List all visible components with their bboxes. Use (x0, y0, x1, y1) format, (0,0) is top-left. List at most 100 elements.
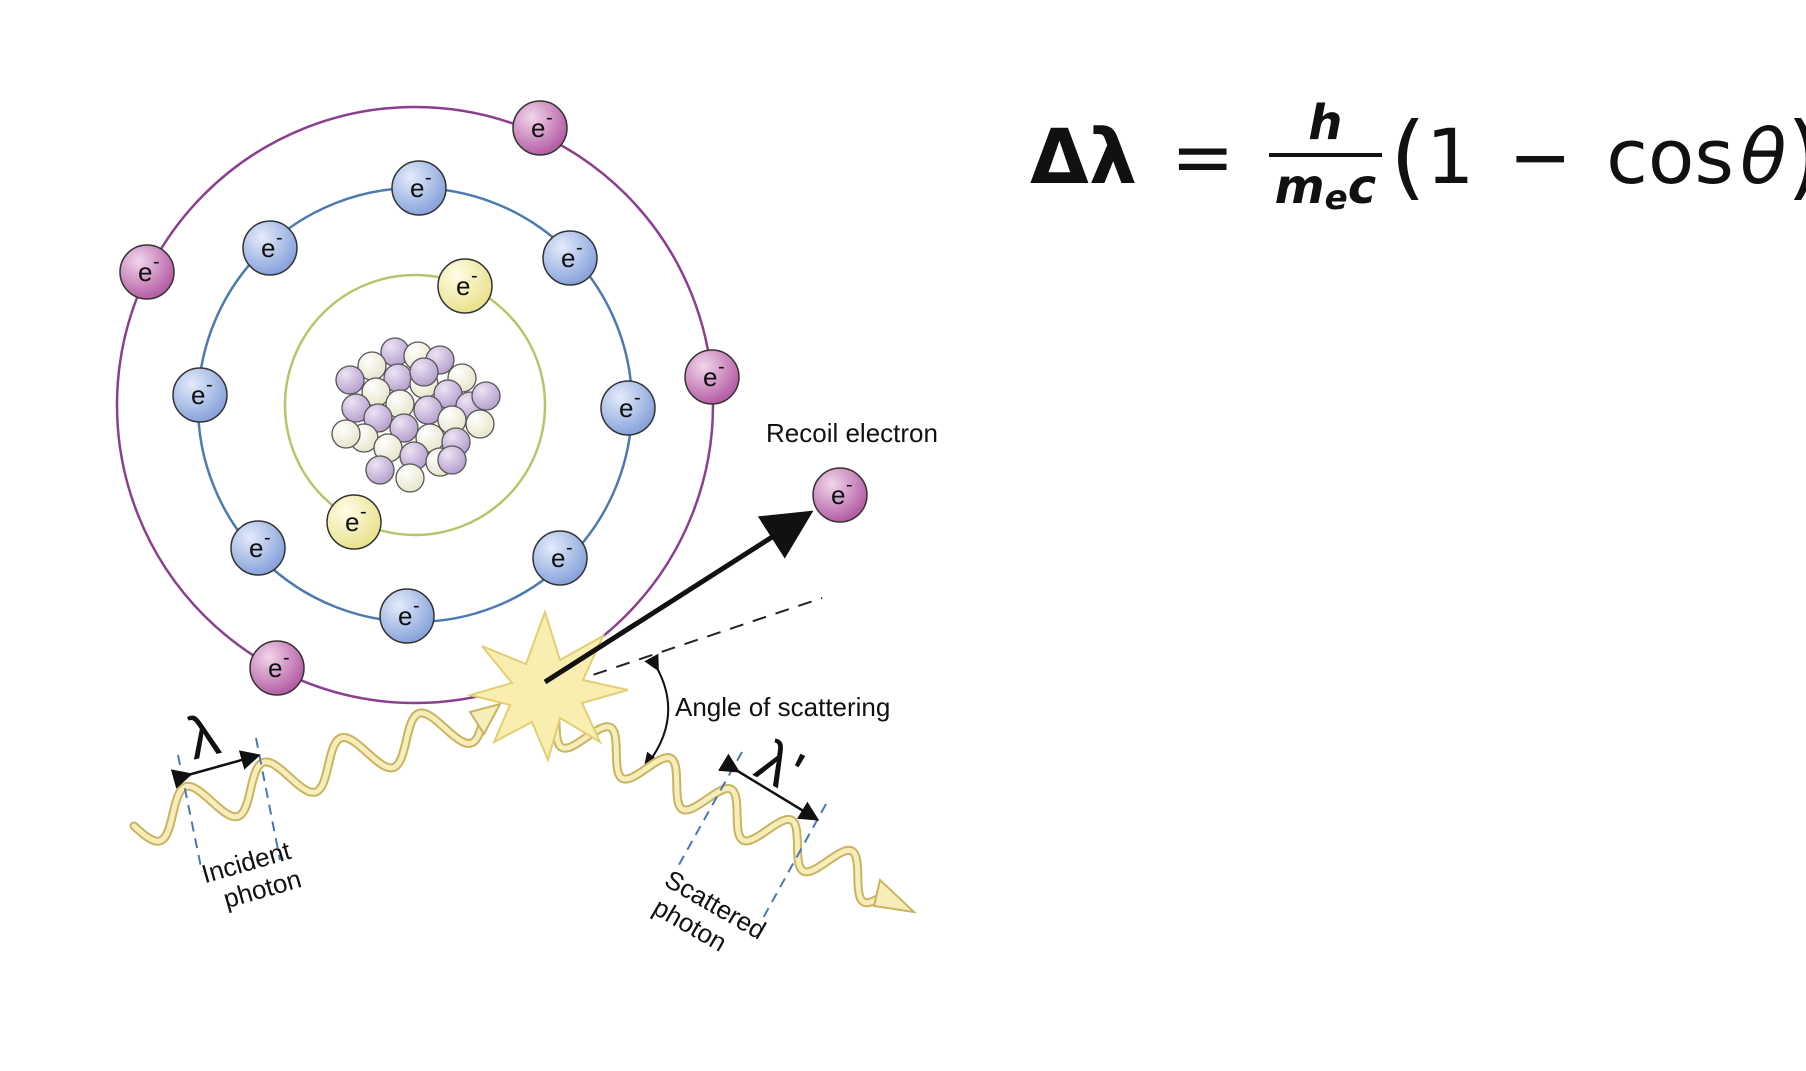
electron-circle (512, 100, 568, 156)
recoil-electron: e- (812, 467, 868, 523)
electron-charge: - (360, 501, 367, 523)
electron-charge: - (634, 387, 641, 409)
nucleon (409, 357, 439, 387)
formula-theta: θ (1739, 112, 1787, 201)
collision-burst (466, 608, 629, 764)
electron-outer-shell: e- (119, 244, 175, 300)
electron-circle (600, 380, 656, 436)
angle-of-scattering-label: Angle of scattering (675, 692, 890, 722)
electron-label: e (138, 257, 152, 287)
formula-cos: cos (1606, 112, 1734, 201)
original-direction-dashed-line (547, 597, 823, 691)
electron-circle (242, 220, 298, 276)
scattered-photon-arrowhead (872, 878, 918, 914)
nucleon (465, 409, 495, 439)
electron-charge: - (283, 647, 290, 669)
electron-label: e (268, 653, 282, 683)
electron-charge: - (276, 227, 283, 249)
electron-middle-shell: e- (242, 220, 298, 276)
scattered-photon-wave-fill (553, 719, 891, 906)
electron-charge: - (264, 527, 271, 549)
compton-formula: Δλ = h mec ( 1 − cos θ ) (1030, 92, 1806, 222)
electron-label: e (410, 173, 424, 203)
electron-charge: - (425, 167, 432, 189)
electron-middle-shell: e- (532, 530, 588, 586)
incident-photon-arrowhead (468, 702, 502, 736)
electron-label: e (191, 380, 205, 410)
electron-circle (812, 467, 868, 523)
electron-middle-shell: e- (542, 230, 598, 286)
electron-circle (391, 160, 447, 216)
electron-label: e (456, 271, 470, 301)
electron-charge: - (546, 107, 553, 129)
inner-shell (283, 273, 547, 537)
electron-label: e (249, 533, 263, 563)
electron-charge: - (576, 237, 583, 259)
electron-label: e (531, 113, 545, 143)
electron-middle-shell: e- (379, 588, 435, 644)
nucleon (389, 413, 419, 443)
electron-middle-shell: e- (391, 160, 447, 216)
electron-circle (437, 258, 493, 314)
electron-middle-shell: e- (600, 380, 656, 436)
nucleon (363, 403, 393, 433)
electron-label: e (561, 243, 575, 273)
nucleon (437, 445, 467, 475)
electron-circle (249, 640, 305, 696)
scattered-wavelength-arrow (717, 753, 820, 821)
electron-label: e (345, 507, 359, 537)
formula-equals: = (1170, 112, 1235, 201)
formula-open-paren: ( (1390, 103, 1427, 210)
electron-circle (542, 230, 598, 286)
incident-wavelength-arrow (170, 750, 261, 789)
electron-label: e (398, 601, 412, 631)
electron-circle (379, 588, 435, 644)
scattered-wavelength-marker-right (761, 803, 827, 921)
electron-charge: - (153, 251, 160, 273)
electron-inner-shell: e- (437, 258, 493, 314)
lambda-label: λ (180, 700, 225, 772)
electron-label: e (551, 543, 565, 573)
formula-one: 1 (1426, 112, 1475, 201)
formula-denominator-m: m (1274, 159, 1325, 215)
nucleus (331, 337, 501, 493)
formula-delta-lambda: Δλ (1030, 112, 1137, 201)
electron-label: e (619, 393, 633, 423)
electron-circle (230, 520, 286, 576)
scattered-photon-wave (551, 717, 893, 908)
nucleon (331, 419, 361, 449)
electron-charge: - (413, 595, 420, 617)
electron-charge: - (846, 474, 853, 496)
nucleon (365, 455, 395, 485)
electron-charge: - (471, 265, 478, 287)
recoil-electron-arrow (543, 510, 814, 685)
electron-outer-shell: e- (684, 349, 740, 405)
electrons: e-e-e-e-e-e-e-e-e-e-e-e-e-e-e- (119, 100, 868, 696)
electron-outer-shell: e- (249, 640, 305, 696)
electron-inner-shell: e- (326, 494, 382, 550)
formula-denominator: mec (1268, 153, 1383, 218)
lambda-prime-label: λ' (746, 727, 814, 806)
electron-circle (119, 244, 175, 300)
incident-photon-label: Incident photon (198, 835, 304, 914)
electron-label: e (261, 233, 275, 263)
formula-close-paren: ) (1786, 111, 1806, 203)
nucleon (471, 381, 501, 411)
scattering-angle-arc (643, 653, 670, 770)
recoil-electron-label: Recoil electron (766, 418, 938, 448)
electron-charge: - (206, 374, 213, 396)
electron-label: e (703, 362, 717, 392)
nucleon (395, 463, 425, 493)
electron-outer-shell: e- (512, 100, 568, 156)
formula-numerator: h (1308, 95, 1343, 151)
electron-circle (172, 367, 228, 423)
scattered-photon-label: Scattered photon (648, 864, 771, 958)
formula-fraction: h mec (1268, 95, 1383, 218)
electron-circle (326, 494, 382, 550)
formula-denominator-sub: e (1324, 178, 1348, 218)
formula-minus: − (1508, 112, 1573, 201)
electron-label: e (831, 480, 845, 510)
electron-charge: - (566, 537, 573, 559)
